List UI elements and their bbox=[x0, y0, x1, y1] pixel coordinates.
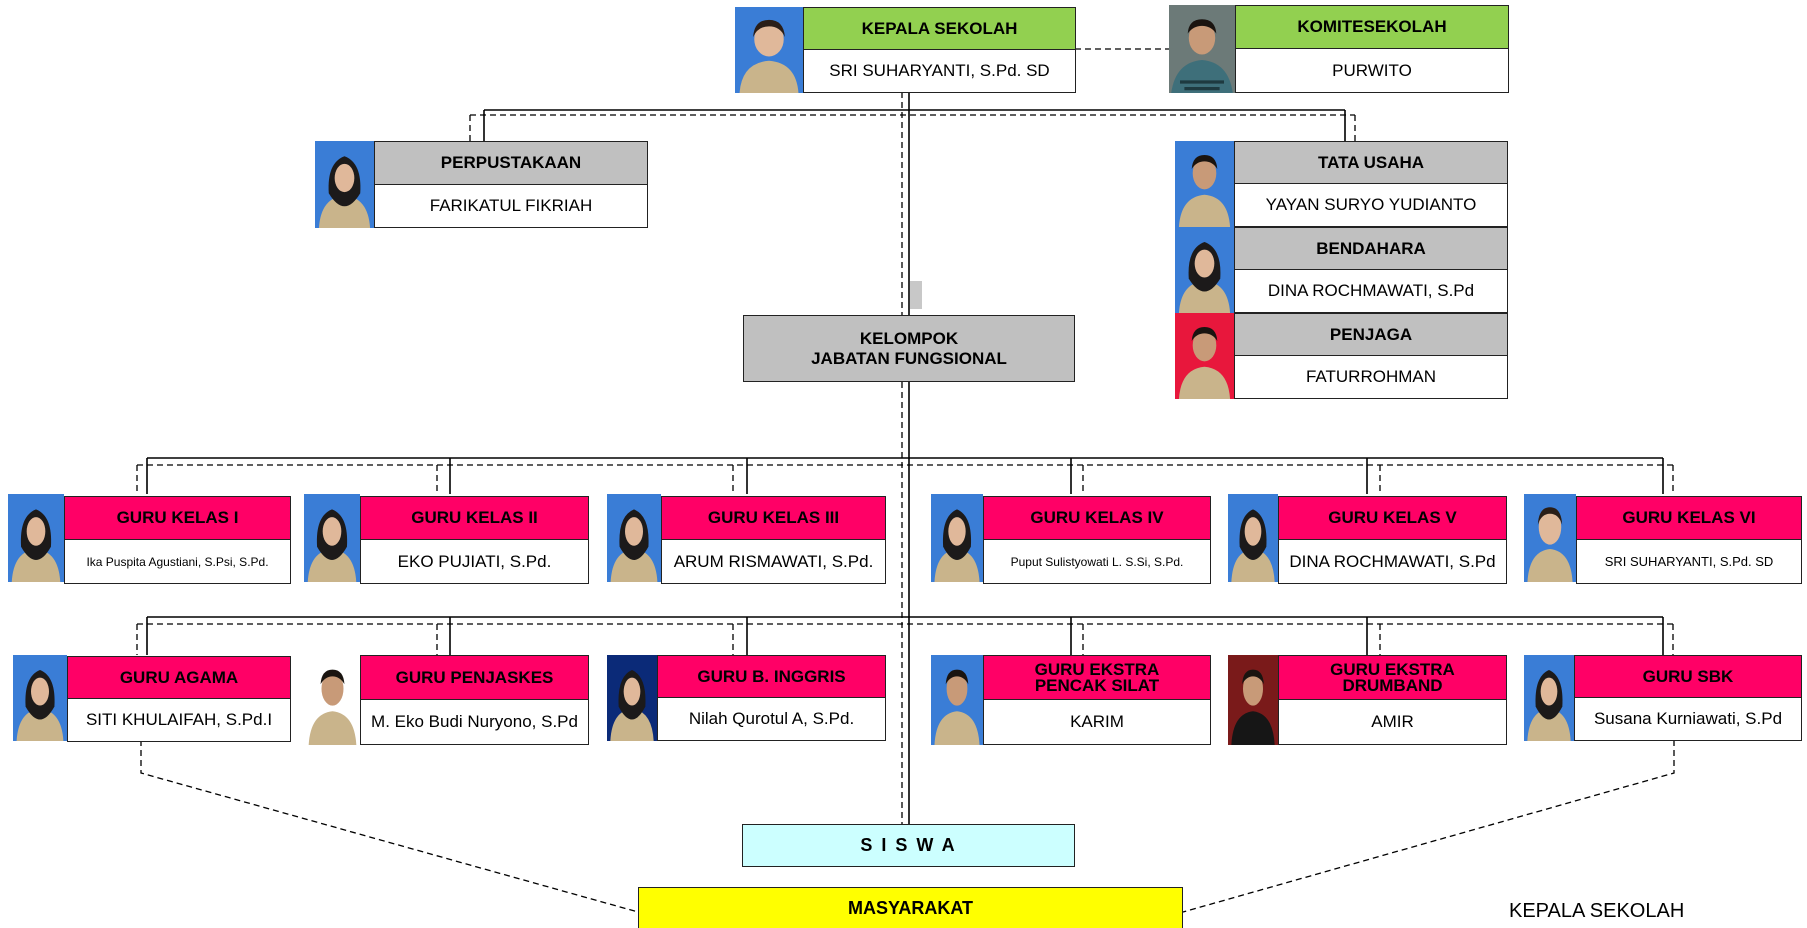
class-teacher-4-title: GURU KELAS IV bbox=[983, 496, 1211, 540]
head-title: KEPALA SEKOLAH bbox=[803, 7, 1076, 50]
head-photo bbox=[735, 7, 803, 93]
class-teacher-6: GURU KELAS VI SRI SUHARYANTI, S.Pd. SD bbox=[1524, 494, 1802, 584]
committee-name: PURWITO bbox=[1235, 49, 1509, 93]
admin-node-bendahara: BENDAHARA DINA ROCHMAWATI, S.Pd bbox=[1175, 227, 1508, 313]
class-teacher-1-title: GURU KELAS I bbox=[64, 496, 291, 540]
class-teacher-2: GURU KELAS II EKO PUJIATI, S.Pd. bbox=[304, 494, 589, 584]
subject-teacher-6-photo bbox=[1524, 655, 1574, 741]
subject-teacher-5-title: GURU EKSTRA DRUMBAND bbox=[1278, 655, 1507, 700]
committee-photo bbox=[1169, 5, 1235, 93]
class-teacher-4-name: Puput Sulistyowati L. S.Si, S.Pd. bbox=[983, 540, 1211, 584]
subject-teacher-1-name: SITI KHULAIFAH, S.Pd.I bbox=[67, 699, 291, 742]
subject-teacher-3-photo bbox=[607, 655, 657, 741]
subject-teacher-4-title: GURU EKSTRA PENCAK SILAT bbox=[983, 655, 1211, 700]
class-teacher-1: GURU KELAS I Ika Puspita Agustiani, S.Ps… bbox=[8, 494, 291, 584]
admin-name-penjaga: FATURROHMAN bbox=[1234, 356, 1508, 399]
admin-title-penjaga: PENJAGA bbox=[1234, 313, 1508, 356]
class-teacher-2-photo bbox=[304, 494, 360, 582]
class-teacher-3-title: GURU KELAS III bbox=[661, 496, 886, 540]
subject-teacher-2: GURU PENJASKES M. Eko Budi Nuryono, S.Pd bbox=[305, 655, 589, 745]
subject-teacher-5: GURU EKSTRA DRUMBAND AMIR bbox=[1228, 655, 1507, 745]
admin-title-tata-usaha: TATA USAHA bbox=[1234, 141, 1508, 184]
subject-teacher-4-name: KARIM bbox=[983, 700, 1211, 745]
subject-teacher-2-name: M. Eko Budi Nuryono, S.Pd bbox=[360, 700, 589, 745]
class-teacher-3-photo bbox=[607, 494, 661, 582]
class-teacher-2-name: EKO PUJIATI, S.Pd. bbox=[360, 540, 589, 584]
subject-teacher-1-title: GURU AGAMA bbox=[67, 656, 291, 699]
students-box: S I S W A bbox=[742, 824, 1075, 867]
functional-group-line2: JABATAN FUNGSIONAL bbox=[811, 348, 1007, 368]
footer-signature-label: KEPALA SEKOLAH bbox=[1509, 900, 1685, 922]
head-node: KEPALA SEKOLAH SRI SUHARYANTI, S.Pd. SD bbox=[735, 7, 1076, 93]
admin-node-tata-usaha: TATA USAHA YAYAN SURYO YUDIANTO bbox=[1175, 141, 1508, 227]
subject-teacher-4-photo bbox=[931, 655, 983, 745]
library-title: PERPUSTAKAAN bbox=[374, 141, 648, 185]
subject-teacher-1-photo bbox=[13, 655, 67, 741]
class-teacher-5-photo bbox=[1228, 494, 1278, 582]
class-teacher-6-title: GURU KELAS VI bbox=[1576, 496, 1802, 540]
class-teacher-2-title: GURU KELAS II bbox=[360, 496, 589, 540]
subject-teacher-3: GURU B. INGGRIS Nilah Qurotul A, S.Pd. bbox=[607, 655, 886, 741]
admin-photo-bendahara bbox=[1175, 227, 1234, 313]
class-teacher-5: GURU KELAS V DINA ROCHMAWATI, S.Pd bbox=[1228, 494, 1507, 584]
class-teacher-6-photo bbox=[1524, 494, 1576, 582]
class-teacher-4: GURU KELAS IV Puput Sulistyowati L. S.Si… bbox=[931, 494, 1211, 584]
subject-teacher-3-name: Nilah Qurotul A, S.Pd. bbox=[657, 698, 886, 741]
admin-photo-tata-usaha bbox=[1175, 141, 1234, 227]
library-photo bbox=[315, 141, 374, 228]
subject-teacher-3-title: GURU B. INGGRIS bbox=[657, 655, 886, 698]
subject-teacher-5-photo bbox=[1228, 655, 1278, 745]
class-teacher-1-photo bbox=[8, 494, 64, 582]
subject-teacher-6: GURU SBK Susana Kurniawati, S.Pd bbox=[1524, 655, 1802, 741]
class-teacher-3-name: ARUM RISMAWATI, S.Pd. bbox=[661, 540, 886, 584]
subject-teacher-2-photo bbox=[305, 655, 360, 745]
head-name: SRI SUHARYANTI, S.Pd. SD bbox=[803, 50, 1076, 93]
admin-name-bendahara: DINA ROCHMAWATI, S.Pd bbox=[1234, 270, 1508, 313]
committee-title: KOMITESEKOLAH bbox=[1235, 5, 1509, 49]
class-teacher-1-name: Ika Puspita Agustiani, S.Psi, S.Pd. bbox=[64, 540, 291, 584]
library-node: PERPUSTAKAAN FARIKATUL FIKRIAH bbox=[315, 141, 648, 228]
committee-node: KOMITESEKOLAH PURWITO bbox=[1169, 5, 1509, 93]
admin-node-penjaga: PENJAGA FATURROHMAN bbox=[1175, 313, 1508, 399]
admin-title-bendahara: BENDAHARA bbox=[1234, 227, 1508, 270]
class-teacher-5-title: GURU KELAS V bbox=[1278, 496, 1507, 540]
admin-photo-penjaga bbox=[1175, 313, 1234, 399]
subject-teacher-4: GURU EKSTRA PENCAK SILAT KARIM bbox=[931, 655, 1211, 745]
subject-teacher-6-title: GURU SBK bbox=[1574, 655, 1802, 698]
functional-group-box: KELOMPOK JABATAN FUNGSIONAL bbox=[743, 315, 1075, 382]
subject-teacher-2-title: GURU PENJASKES bbox=[360, 655, 589, 700]
subject-teacher-6-name: Susana Kurniawati, S.Pd bbox=[1574, 698, 1802, 741]
class-teacher-6-name: SRI SUHARYANTI, S.Pd. SD bbox=[1576, 540, 1802, 584]
class-teacher-4-photo bbox=[931, 494, 983, 582]
admin-name-tata-usaha: YAYAN SURYO YUDIANTO bbox=[1234, 184, 1508, 227]
functional-group-line1: KELOMPOK bbox=[859, 328, 959, 348]
subject-teacher-1: GURU AGAMA SITI KHULAIFAH, S.Pd.I bbox=[13, 655, 291, 742]
class-teacher-3: GURU KELAS III ARUM RISMAWATI, S.Pd. bbox=[607, 494, 886, 584]
class-teacher-5-name: DINA ROCHMAWATI, S.Pd bbox=[1278, 540, 1507, 584]
community-box: MASYARAKAT bbox=[638, 887, 1183, 928]
library-name: FARIKATUL FIKRIAH bbox=[374, 184, 648, 228]
subject-teacher-5-name: AMIR bbox=[1278, 700, 1507, 745]
